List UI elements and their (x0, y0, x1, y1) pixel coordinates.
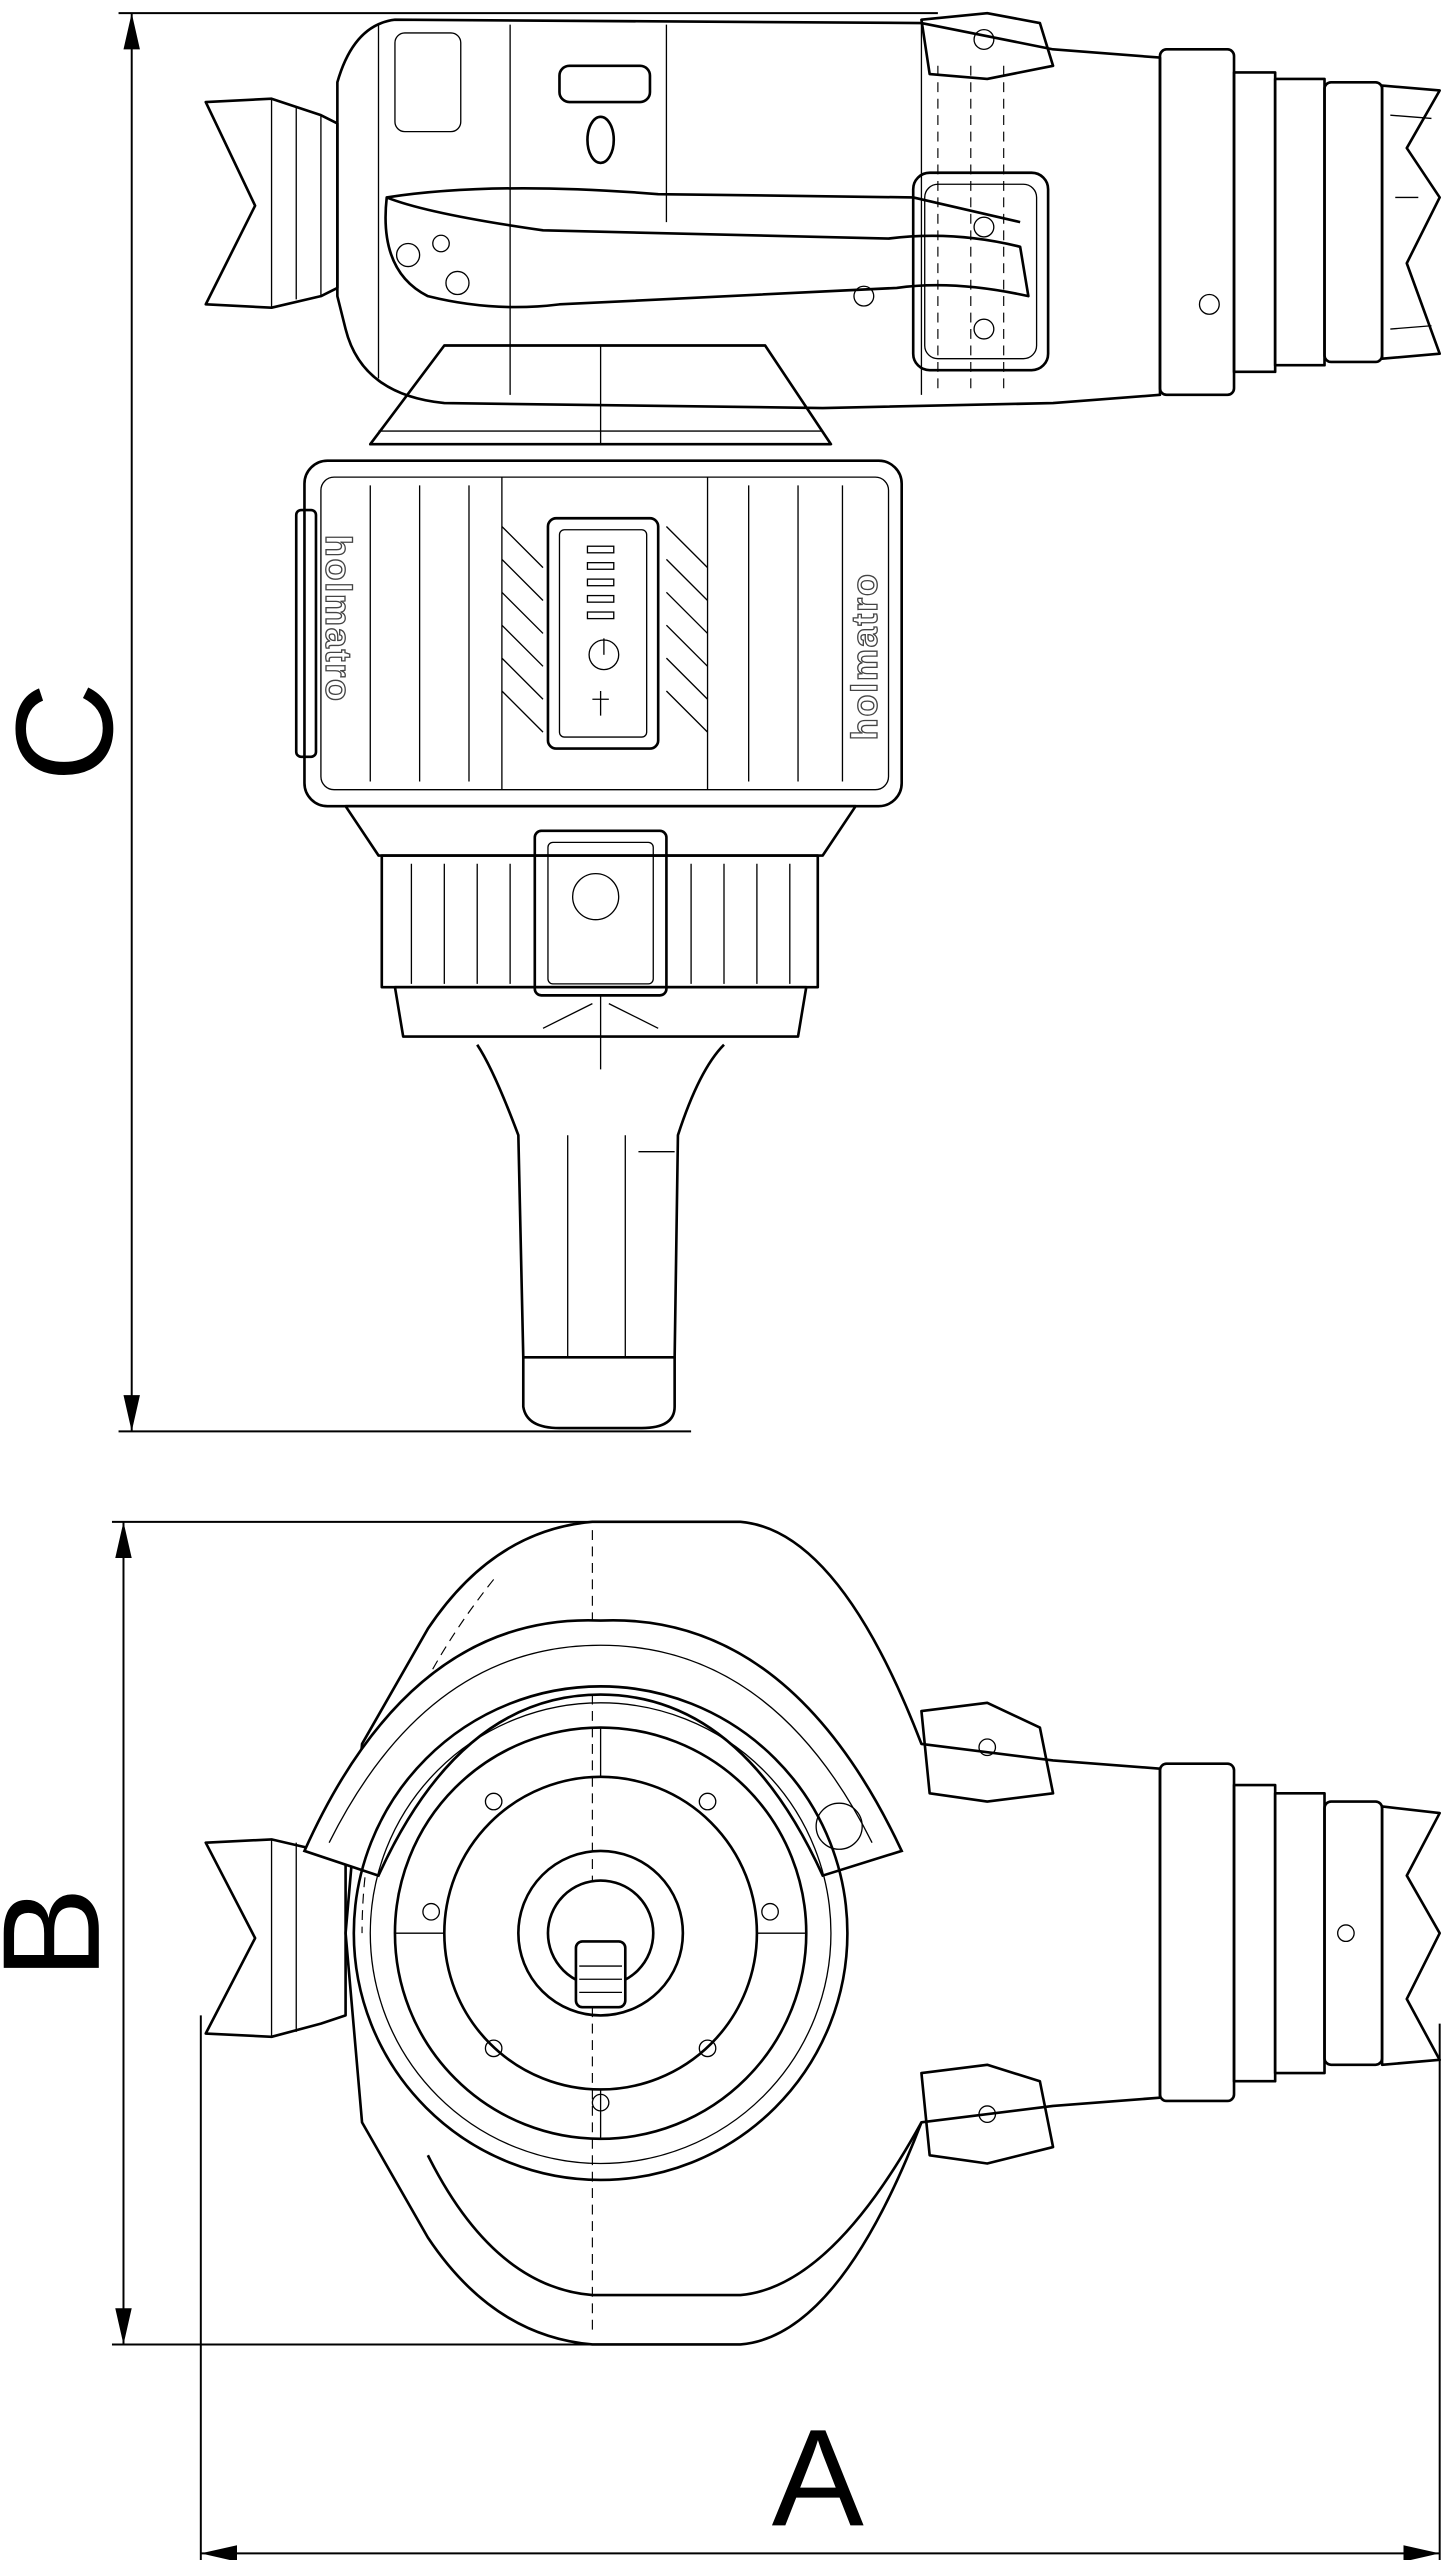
dimension-c: C (0, 12, 938, 1433)
dimension-a: A (199, 2015, 1441, 2560)
battery-level-indicator (586, 545, 615, 620)
dimension-c-label: C (0, 682, 142, 782)
dimension-b: B (0, 1520, 593, 2346)
hatch-left (501, 526, 544, 733)
logo-right: holmatro (844, 572, 885, 740)
light-icon (571, 872, 620, 921)
top-view-tool (204, 1520, 1441, 2346)
screws (422, 1738, 997, 2124)
logo-left: holmatro (318, 535, 359, 703)
dimension-a-label: A (772, 2401, 864, 2555)
hatch-right (665, 526, 709, 733)
side-view-tool: holmatro holmatro (204, 11, 1441, 1430)
dimension-b-label: B (0, 1887, 129, 1979)
